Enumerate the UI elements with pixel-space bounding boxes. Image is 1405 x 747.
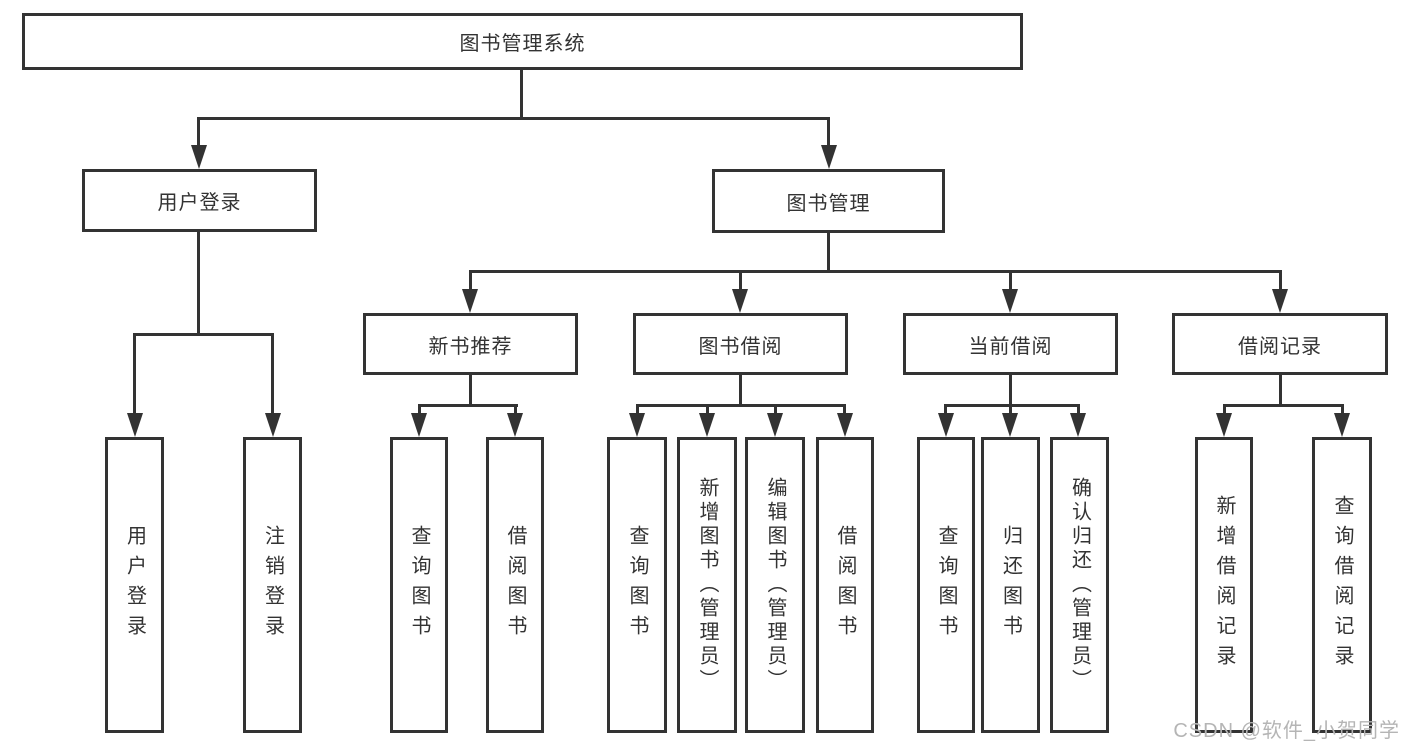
node-query-books-borrow: 查询图书 (607, 437, 667, 733)
node-confirm-return-admin-label: 确认归还（管理员） (1068, 477, 1091, 693)
node-confirm-return-admin: 确认归还（管理员） (1050, 437, 1109, 733)
arrow-down-icon (1002, 413, 1018, 437)
arrow-down-icon (732, 289, 748, 313)
arrow-down-icon (1216, 413, 1232, 437)
node-query-borrow-record: 查询借阅记录 (1312, 437, 1372, 733)
connector-root-stem (520, 70, 523, 118)
arrow-down-icon (127, 413, 143, 437)
connector-root-rail (197, 117, 830, 120)
connector-mgmt-stem (827, 233, 830, 273)
connector-borrow-drop-2 (706, 404, 709, 418)
node-query-books-borrow-label: 查询图书 (626, 525, 648, 645)
connector-current-drop-1 (944, 404, 947, 418)
node-login-label: 用户登录 (123, 525, 146, 645)
arrow-down-icon (191, 145, 207, 169)
connector-current-drop-2 (1009, 404, 1012, 418)
connector-recommend-drop-2 (514, 404, 517, 418)
connector-mgmt-drop-2 (739, 270, 742, 294)
node-book-borrowing-label: 图书借阅 (698, 335, 783, 358)
connector-recommend-drop-1 (418, 404, 421, 418)
node-root-label: 图书管理系统 (459, 33, 586, 55)
connector-borrow-rail (636, 404, 846, 407)
node-new-book-recommend: 新书推荐 (363, 313, 578, 375)
node-book-management-label: 图书管理 (786, 192, 871, 215)
connector-borrow-drop-1 (636, 404, 639, 418)
node-user-login-label: 用户登录 (157, 192, 242, 214)
node-return-book-label: 归还图书 (999, 525, 1022, 645)
node-borrow-books-recommend-label: 借阅图书 (504, 525, 526, 645)
node-borrow-books-borrow: 借阅图书 (816, 437, 874, 733)
arrow-down-icon (1272, 289, 1288, 313)
node-add-book-admin: 新增图书（管理员） (677, 437, 737, 733)
connector-records-drop-2 (1341, 404, 1344, 418)
connector-recommend-stem (469, 375, 472, 407)
node-current-borrowing-label: 当前借阅 (968, 335, 1053, 358)
node-query-books-recommend-label: 查询图书 (408, 525, 430, 645)
arrow-down-icon (767, 413, 783, 437)
connector-borrow-drop-3 (774, 404, 777, 418)
connector-records-stem (1279, 375, 1282, 407)
node-logout: 注销登录 (243, 437, 302, 733)
node-borrow-books-borrow-label: 借阅图书 (834, 525, 856, 645)
node-logout-label: 注销登录 (261, 525, 284, 645)
node-root: 图书管理系统 (22, 13, 1023, 70)
connector-borrow-stem (739, 375, 742, 407)
connector-records-drop-1 (1223, 404, 1226, 418)
arrow-down-icon (265, 413, 281, 437)
node-edit-book-admin: 编辑图书（管理员） (745, 437, 805, 733)
node-borrowing-records: 借阅记录 (1172, 313, 1388, 375)
node-add-borrow-record: 新增借阅记录 (1195, 437, 1253, 733)
connector-login-drop-2 (271, 333, 274, 417)
connector-current-drop-3 (1077, 404, 1080, 418)
arrow-down-icon (507, 413, 523, 437)
node-query-books-current-label: 查询图书 (935, 525, 957, 645)
arrow-down-icon (1334, 413, 1350, 437)
arrow-down-icon (837, 413, 853, 437)
connector-root-drop-left (197, 117, 200, 149)
watermark: CSDN @软件_小贺同学 (1173, 720, 1400, 742)
connector-recommend-rail (418, 404, 518, 407)
node-edit-book-admin-label: 编辑图书（管理员） (764, 477, 786, 693)
arrow-down-icon (821, 145, 837, 169)
node-book-management: 图书管理 (712, 169, 945, 233)
connector-current-rail (944, 404, 1080, 407)
connector-login-drop-1 (133, 333, 136, 417)
arrow-down-icon (938, 413, 954, 437)
node-borrow-books-recommend: 借阅图书 (486, 437, 544, 733)
node-login: 用户登录 (105, 437, 164, 733)
connector-root-drop-right (827, 117, 830, 149)
node-new-book-recommend-label: 新书推荐 (428, 335, 513, 358)
arrow-down-icon (629, 413, 645, 437)
arrow-down-icon (411, 413, 427, 437)
node-add-book-admin-label: 新增图书（管理员） (696, 477, 718, 693)
connector-mgmt-drop-1 (469, 270, 472, 294)
node-book-borrowing: 图书借阅 (633, 313, 848, 375)
connector-mgmt-drop-3 (1009, 270, 1012, 294)
arrow-down-icon (462, 289, 478, 313)
node-query-books-current: 查询图书 (917, 437, 975, 733)
connector-mgmt-rail (469, 270, 1281, 273)
node-return-book: 归还图书 (981, 437, 1040, 733)
node-current-borrowing: 当前借阅 (903, 313, 1118, 375)
connector-borrow-drop-4 (843, 404, 846, 418)
node-user-login: 用户登录 (82, 169, 317, 232)
arrow-down-icon (1002, 289, 1018, 313)
connector-current-stem (1009, 375, 1012, 407)
node-query-books-recommend: 查询图书 (390, 437, 448, 733)
connector-records-rail (1223, 404, 1344, 407)
connector-login-stem (197, 232, 200, 336)
connector-login-rail (133, 333, 274, 336)
arrow-down-icon (699, 413, 715, 437)
connector-mgmt-drop-4 (1279, 270, 1282, 294)
node-add-borrow-record-label: 新增借阅记录 (1213, 495, 1235, 675)
node-borrowing-records-label: 借阅记录 (1238, 335, 1322, 358)
arrow-down-icon (1070, 413, 1086, 437)
node-query-borrow-record-label: 查询借阅记录 (1331, 495, 1353, 675)
